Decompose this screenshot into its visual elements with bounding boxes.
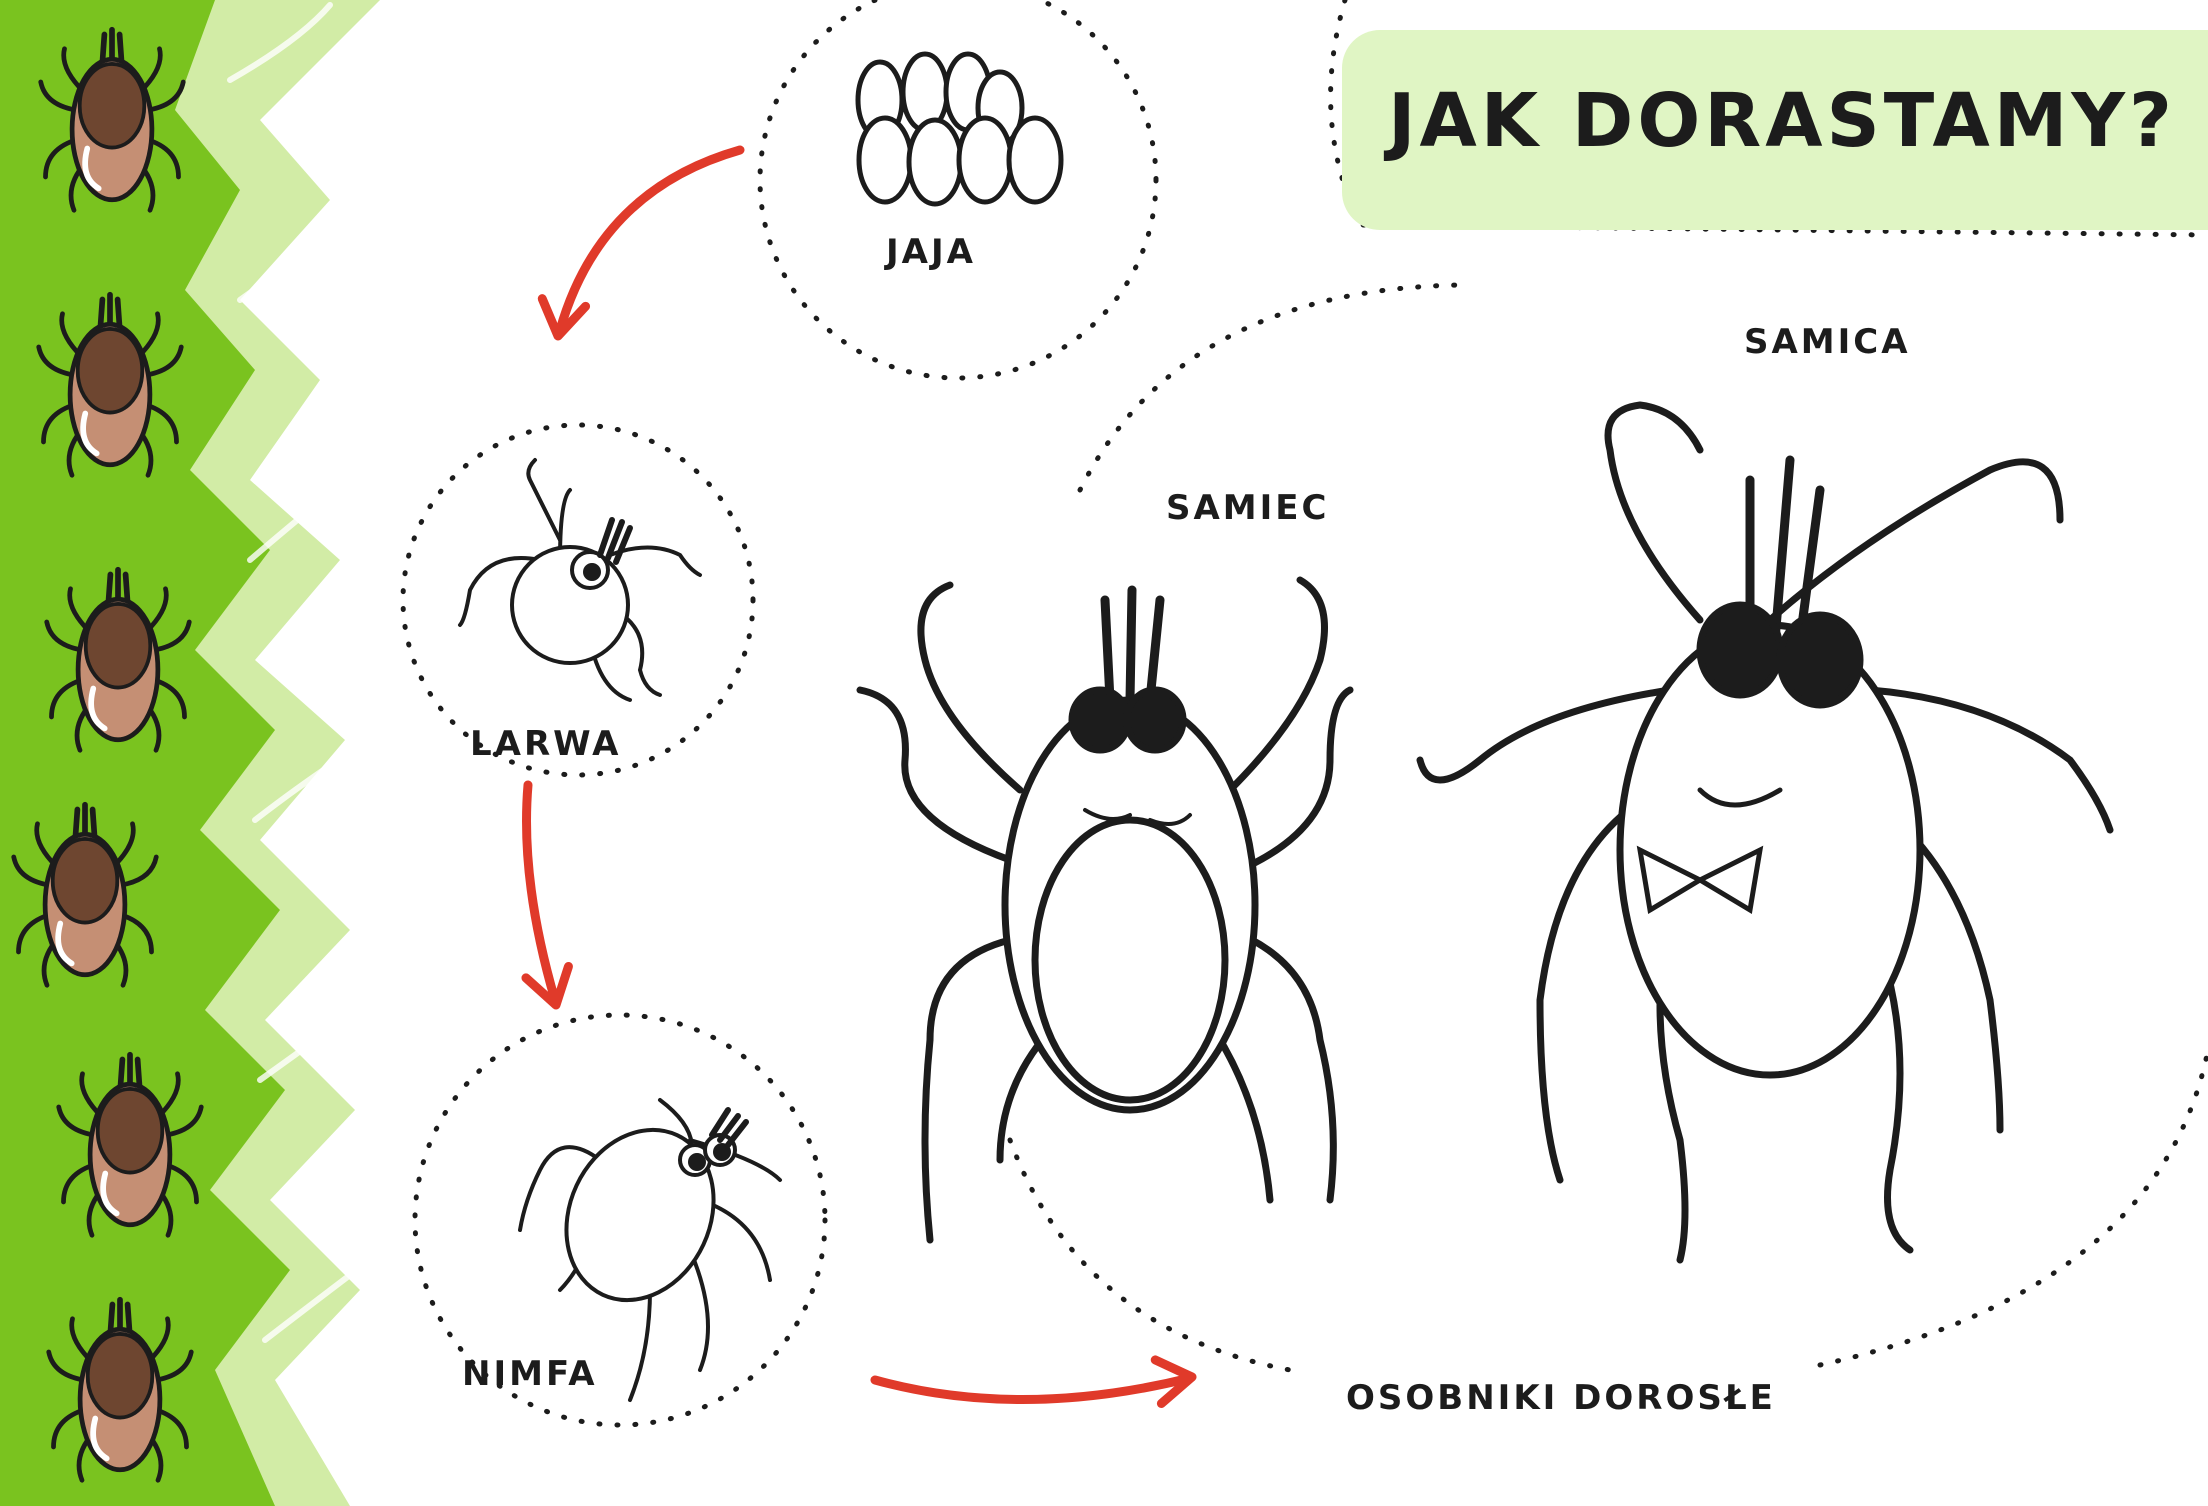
stage-label-female: SAMICA	[1744, 322, 1911, 362]
stage-label-nymph: NIMFA	[462, 1354, 598, 1394]
stage-label-adults: OSOBNIKI DOROSŁE	[1346, 1378, 1776, 1418]
stage-label-larva: LARWA	[470, 724, 621, 764]
larva-tick-icon	[460, 460, 700, 700]
egg-cluster-icon	[858, 54, 1061, 204]
female-tick-icon	[1420, 405, 2110, 1260]
page-title: JAK DORASTAMY?	[1388, 78, 2176, 164]
stage-label-male: SAMIEC	[1166, 488, 1329, 528]
stage-label-eggs: JAJA	[886, 232, 976, 272]
male-tick-icon	[860, 580, 1350, 1240]
